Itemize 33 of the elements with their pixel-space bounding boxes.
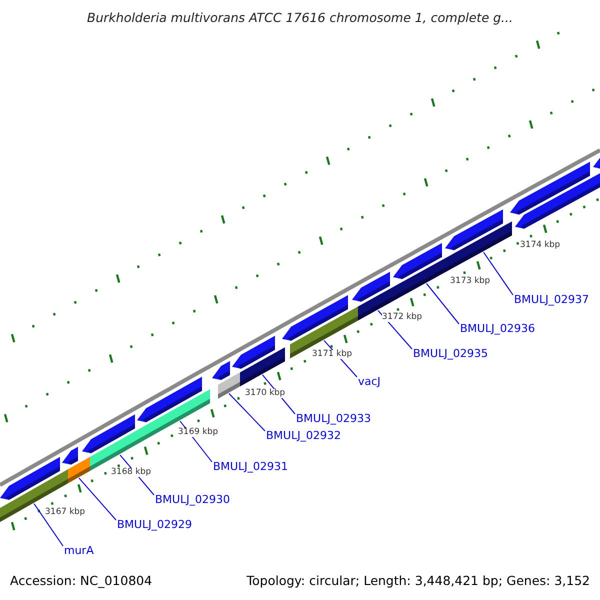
gene-label: BMULJ_02937 bbox=[514, 294, 589, 306]
gene-bar bbox=[455, 221, 512, 267]
leader-line bbox=[483, 252, 514, 296]
scale-label: 3174 kbp bbox=[520, 241, 560, 250]
gene-bar bbox=[240, 347, 285, 386]
gene-block bbox=[212, 361, 230, 380]
gene-label: vacJ bbox=[358, 376, 381, 388]
gene-label: BMULJ_02932 bbox=[266, 430, 341, 442]
leader-line bbox=[34, 503, 64, 546]
gene-block bbox=[515, 173, 600, 229]
gene-bar bbox=[68, 456, 90, 484]
gene-bar bbox=[218, 372, 240, 399]
leader-line bbox=[426, 283, 460, 324]
leader-line bbox=[78, 478, 116, 520]
gene-label: BMULJ_02933 bbox=[296, 413, 371, 426]
scale-label: 3169 kbp bbox=[178, 428, 218, 438]
gene-block bbox=[62, 446, 78, 465]
scale-label: 3167 kbp bbox=[45, 508, 86, 518]
gene-label: BMULJ_02930 bbox=[155, 494, 230, 506]
footer-text: Accession: NC_010804 bbox=[10, 574, 152, 588]
gene-label: murA bbox=[64, 545, 94, 558]
scale-label: 3173 kbp bbox=[450, 277, 490, 286]
gene-label: BMULJ_02931 bbox=[213, 461, 288, 474]
title: Burkholderia multivorans ATCC 17616 chromosome 1, complete g... bbox=[86, 10, 514, 25]
gene-label: BMULJ_02935 bbox=[413, 348, 488, 360]
scale-label: 3172 kbp bbox=[382, 313, 422, 322]
scale-label: 3171 kbp bbox=[312, 350, 352, 360]
gene-label: BMULJ_02936 bbox=[460, 323, 535, 336]
gene-label: BMULJ_02929 bbox=[117, 519, 192, 532]
scale-label: 3170 kbp bbox=[245, 389, 286, 398]
scale-label: 3168 kbp bbox=[111, 468, 152, 478]
leader-line bbox=[228, 393, 266, 432]
footer-text: Topology: circular; Length: 3,448,421 bp; Genes: 3,152 bbox=[246, 574, 590, 588]
